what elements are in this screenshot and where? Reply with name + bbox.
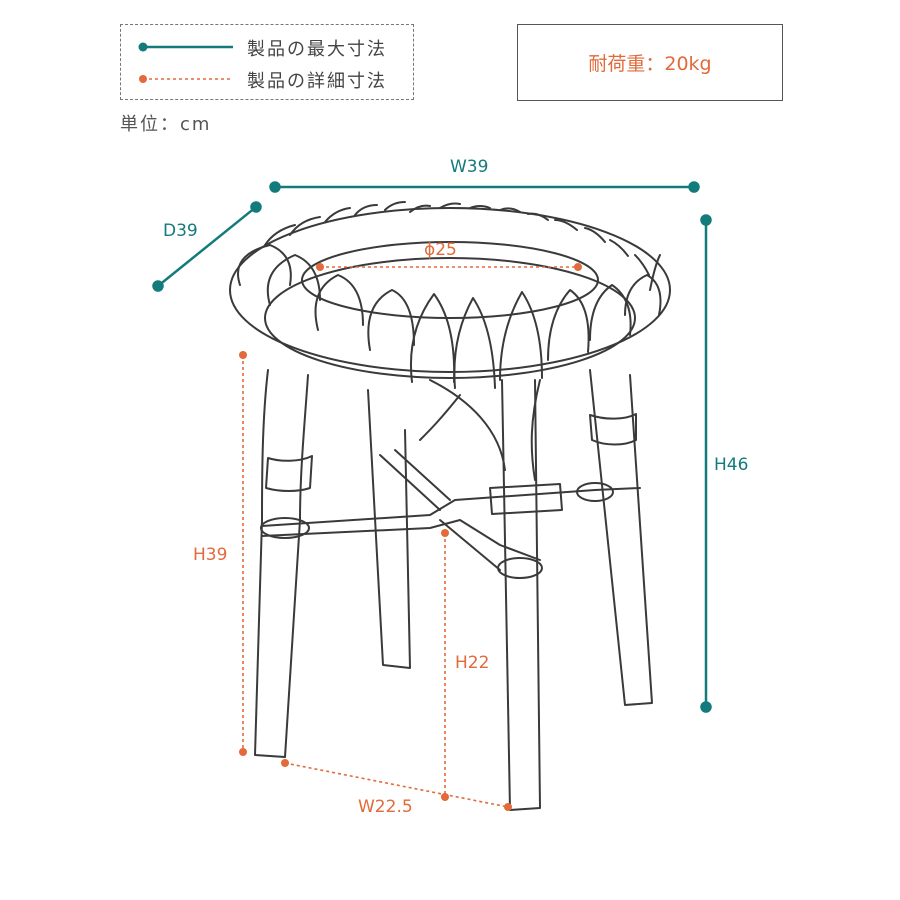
stretcher (261, 449, 641, 571)
leg-binding-left (265, 455, 313, 492)
seat-coils (237, 201, 662, 389)
seat-inner-ring (301, 241, 599, 319)
seat-outer-ring (229, 207, 671, 373)
width-label: W39 (450, 157, 489, 177)
dotted-line-icon (139, 75, 233, 83)
leg-front-left (254, 369, 309, 758)
leg-binding-front (489, 483, 563, 515)
stretcher-height-label: H22 (455, 653, 490, 673)
depth-dimension-line (157, 206, 257, 287)
legend-box: 製品の最大寸法 製品の詳細寸法 (120, 24, 414, 100)
leg-back-right (589, 369, 653, 706)
depth-label: D39 (163, 221, 198, 241)
legend-max-dimension: 製品の最大寸法 (121, 33, 413, 60)
leg-back-left (367, 389, 411, 669)
total-height-label: H46 (714, 455, 749, 475)
seat-height-label: H39 (193, 545, 228, 565)
solid-line-icon (138, 42, 233, 52)
leg-front-right (501, 379, 541, 811)
seat-diameter-label: ϕ25 (424, 240, 457, 260)
load-capacity-box: 耐荷重：20kg (517, 24, 783, 101)
leg-span-line (284, 762, 509, 808)
leg-span-label: W22.5 (358, 797, 413, 817)
legend-detail-dimension-label: 製品の詳細寸法 (247, 71, 387, 92)
legend-max-dimension-label: 製品の最大寸法 (247, 39, 387, 60)
legend-detail-dimension: 製品の詳細寸法 (121, 65, 413, 92)
leg-binding-right (589, 413, 637, 446)
unit-label: 単位：cm (120, 114, 212, 135)
load-capacity-text: 耐荷重：20kg (588, 53, 712, 75)
seat-supports (419, 379, 541, 481)
